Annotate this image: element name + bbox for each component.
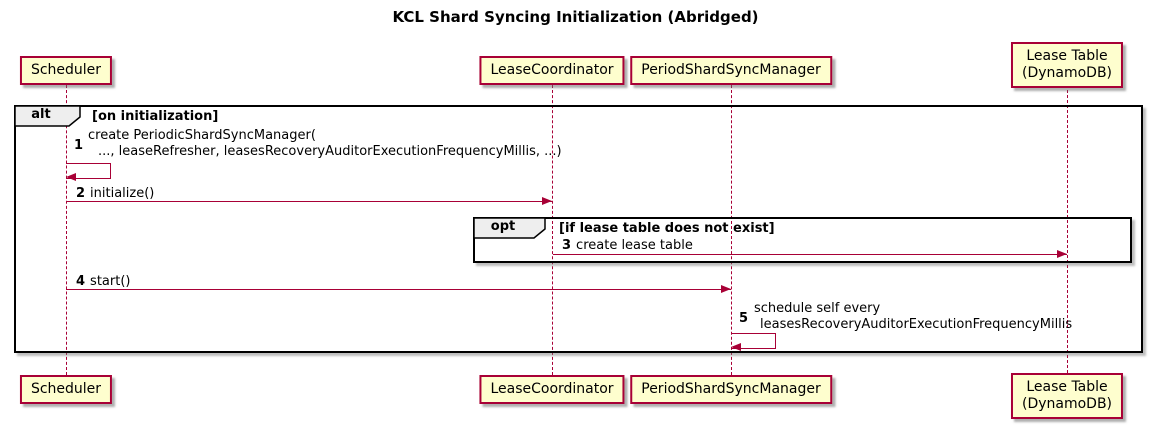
- opt-frame: opt [if lease table does not exist]: [473, 217, 1132, 263]
- participant-top-scheduler: Scheduler: [19, 56, 113, 85]
- participant-label: PeriodShardSyncManager: [641, 381, 821, 397]
- participant-bottom-periodshardsyncmanager: PeriodShardSyncManager: [630, 375, 832, 404]
- message-4-label: 4 start(): [76, 274, 130, 290]
- opt-keyword: opt: [490, 219, 516, 234]
- participant-label-line2: (DynamoDB): [1021, 65, 1113, 81]
- opt-frame-tab: opt: [474, 218, 546, 239]
- message-2-line: [66, 201, 552, 202]
- participant-label: LeaseCoordinator: [490, 62, 614, 78]
- participant-top-leasecoordinator: LeaseCoordinator: [479, 56, 625, 85]
- message-2-text: initialize(): [90, 186, 155, 201]
- message-3-arrowhead: [1057, 250, 1067, 258]
- message-4-text: start(): [90, 274, 131, 289]
- message-3-text: create lease table: [576, 238, 693, 253]
- message-3-line: [553, 254, 1067, 255]
- message-1-self-arrow: [66, 163, 111, 179]
- participant-bottom-leasetable: Lease Table (DynamoDB): [1010, 373, 1124, 419]
- participant-label: Scheduler: [30, 62, 102, 78]
- lifeline-leasecoordinator: [552, 85, 553, 375]
- diagram-title: KCL Shard Syncing Initialization (Abridg…: [392, 8, 759, 26]
- message-5-line1: schedule self every: [754, 301, 881, 316]
- message-1-arrowhead: [66, 173, 76, 181]
- participant-label-line2: (DynamoDB): [1021, 396, 1113, 412]
- message-1-number: 1: [74, 138, 84, 153]
- opt-condition: [if lease table does not exist]: [559, 221, 775, 236]
- alt-frame-tab: alt: [15, 106, 81, 127]
- message-2-arrowhead: [542, 197, 552, 205]
- lifeline-scheduler: [66, 85, 67, 375]
- participant-bottom-leasecoordinator: LeaseCoordinator: [479, 375, 625, 404]
- message-1-line2: ..., leaseRefresher, leasesRecoveryAudit…: [98, 144, 562, 159]
- participant-bottom-scheduler: Scheduler: [19, 375, 113, 404]
- message-4-arrowhead: [721, 285, 731, 293]
- message-5-label: schedule self every leasesRecoveryAudito…: [754, 301, 1072, 333]
- message-1-line1: create PeriodicShardSyncManager(: [88, 128, 316, 143]
- message-5-line2: leasesRecoveryAuditorExecutionFrequencyM…: [760, 317, 1073, 332]
- participant-label: PeriodShardSyncManager: [641, 62, 821, 78]
- frame-pentagon-shape: [474, 218, 546, 239]
- lifeline-leasetable: [1067, 85, 1068, 373]
- frame-pentagon-shape: [15, 106, 81, 127]
- message-4-number: 4: [76, 274, 86, 289]
- message-3-number: 3: [562, 238, 572, 253]
- message-5-arrowhead: [731, 343, 741, 351]
- lifeline-periodshardsyncmanager: [731, 85, 732, 375]
- message-2-number: 2: [76, 186, 86, 201]
- alt-condition: [on initialization]: [92, 109, 219, 124]
- message-4-line: [66, 289, 731, 290]
- message-5-number: 5: [739, 311, 749, 326]
- participant-label: Scheduler: [30, 381, 102, 397]
- participant-label: LeaseCoordinator: [490, 381, 614, 397]
- participant-top-periodshardsyncmanager: PeriodShardSyncManager: [630, 56, 832, 85]
- message-5-self-arrow: [731, 333, 776, 349]
- alt-keyword: alt: [31, 107, 51, 122]
- participant-label: Lease Table: [1026, 48, 1108, 64]
- participant-label: Lease Table: [1026, 379, 1108, 395]
- message-1-label: create PeriodicShardSyncManager( ..., le…: [88, 128, 562, 160]
- alt-frame: alt [on initialization]: [14, 105, 1143, 353]
- message-2-label: 2 initialize(): [76, 186, 154, 202]
- message-3-label: 3 create lease table: [562, 238, 693, 254]
- participant-top-leasetable: Lease Table (DynamoDB): [1010, 42, 1124, 88]
